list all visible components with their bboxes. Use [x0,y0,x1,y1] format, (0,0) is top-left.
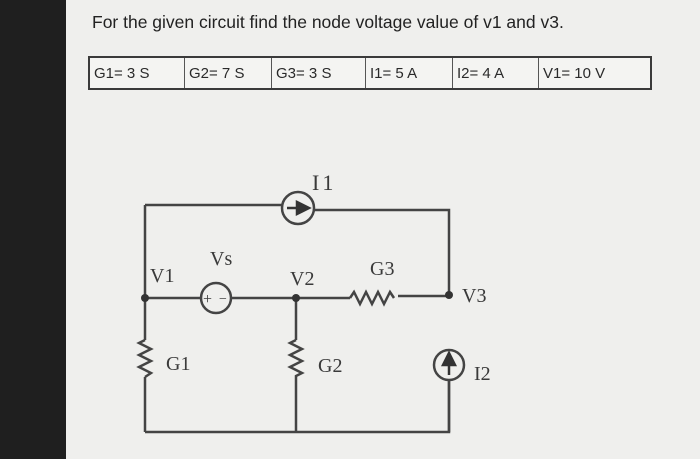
param-cell-g1: G1= 3 S [90,58,185,88]
param-cell-i2: I2= 4 A [453,58,539,88]
parameter-table: G1= 3 S G2= 7 S G3= 3 S I1= 5 A I2= 4 A … [88,56,652,90]
param-cell-i1: I1= 5 A [366,58,453,88]
param-cell-g2: G2= 7 S [185,58,272,88]
node-v3 [445,291,453,299]
node-v2 [292,294,300,302]
vs-plus-sign: + [203,291,212,308]
param-cell-g3: G3= 3 S [272,58,366,88]
node-v1 [141,294,149,302]
label-vs: Vs [210,248,232,270]
arrow-right-icon [287,199,312,217]
label-v1: V1 [150,265,174,287]
resistor-g1 [136,338,154,379]
label-g2: G2 [318,355,342,377]
wire-top-right [314,208,451,295]
label-v3: V3 [462,285,486,307]
label-v2: V2 [290,268,314,290]
resistor-g3 [348,289,396,307]
vs-minus-sign: − [219,292,227,307]
resistor-g2 [287,338,305,382]
question-text: For the given circuit find the node volt… [92,12,564,32]
arrow-up-icon [440,350,458,375]
voltage-source-vs [199,281,233,315]
label-g3: G3 [370,258,394,280]
label-i1: I1 [312,170,336,195]
param-cell-v1: V1= 10 V [543,64,606,82]
label-g1: G1 [166,353,190,375]
label-i2: I2 [474,363,491,385]
